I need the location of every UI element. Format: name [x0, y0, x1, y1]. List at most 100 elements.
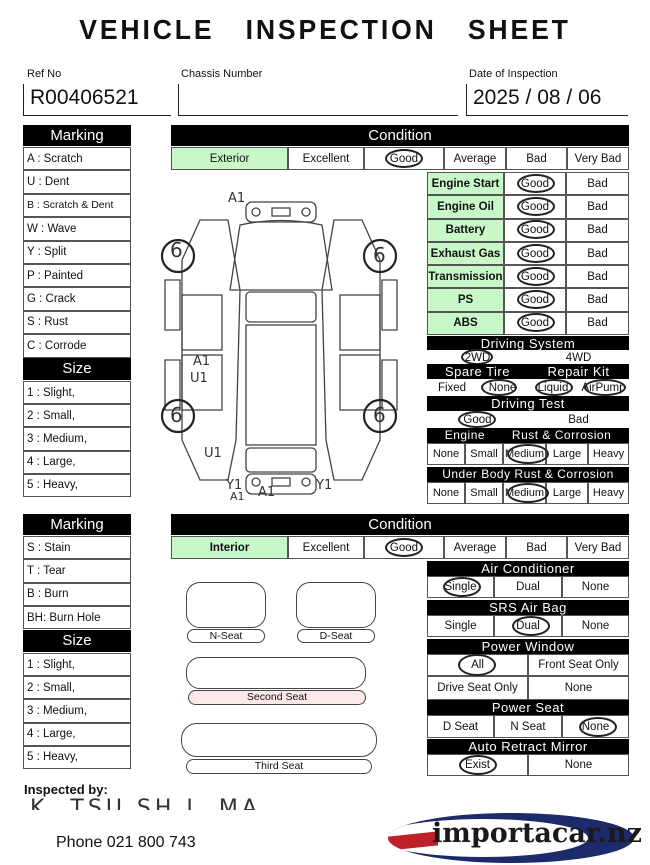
rust-option: Small: [465, 482, 503, 504]
int-grade-option: Excellent: [288, 536, 364, 559]
chassis-value: [178, 84, 458, 116]
ext-grade-option: Good: [364, 147, 444, 170]
windshield: [245, 291, 317, 323]
ext-marking-item: G : Crack: [23, 287, 131, 311]
ext-marking-item: U : Dent: [23, 170, 131, 194]
phone-number: Phone 021 800 743: [56, 834, 196, 851]
rear-window: [245, 447, 317, 473]
pw-row: All Front Seat Only: [427, 654, 629, 676]
ext-grade-label: Exterior: [171, 147, 288, 170]
int-size-list: 1 : Slight, 2 : Small, 3 : Medium, 4 : L…: [23, 653, 131, 769]
mark-bumper: Y1: [316, 478, 333, 493]
inspected-by-label: Inspected by:: [24, 782, 108, 797]
check-bad: Bad: [566, 288, 629, 312]
front-bumper: [245, 201, 317, 223]
mirror-header: Auto Retract Mirror: [427, 739, 629, 754]
ac-header: Air Conditioner: [427, 561, 629, 576]
ref-value: R00406521: [23, 84, 171, 116]
ext-marking-item: P : Painted: [23, 263, 131, 288]
check-ok: Good: [504, 172, 566, 196]
second-seat-shape: [186, 657, 366, 689]
rust-option: Medium: [503, 443, 546, 465]
mark-rear-right: 6: [373, 403, 386, 427]
int-size-item: 1 : Slight,: [23, 653, 131, 677]
int-grade-option: Average: [444, 536, 506, 559]
int-grade-row: Interior Excellent Good Average Bad Very…: [171, 536, 629, 559]
check-name: Engine Start: [427, 172, 504, 196]
rust-option: Heavy: [588, 482, 629, 504]
repair-header: Repair Kit: [528, 364, 629, 379]
test-option: Good: [427, 412, 528, 428]
drive-header: Driving System: [427, 336, 629, 351]
pw-option: Front Seat Only: [528, 654, 629, 676]
repair-header-wrap: Repair Kit: [528, 364, 629, 379]
int-grade-option: Good: [364, 536, 444, 559]
mark-sill: U1: [204, 446, 222, 461]
int-size-item: 3 : Medium,: [23, 699, 131, 723]
check-ok: Good: [504, 265, 566, 289]
int-marking-item: S : Stain: [23, 536, 131, 560]
third-seat-label: Third Seat: [186, 759, 372, 774]
inspector-signature: K TSU SH I MA: [30, 796, 261, 810]
check-bad: Bad: [566, 172, 629, 196]
mark-side: U1: [190, 371, 208, 386]
srs-option: Dual: [494, 615, 562, 637]
rust-option: Large: [546, 443, 588, 465]
int-grade-option: Very Bad: [567, 536, 629, 559]
test-header: Driving Test: [427, 396, 629, 411]
ext-size-header: Size: [23, 358, 131, 380]
ext-marking-list: A : Scratch U : Dent B : Scratch & Dent …: [23, 147, 131, 358]
int-marking-header: Marking: [23, 514, 131, 535]
check-name: Battery: [427, 218, 504, 242]
pw-option: None: [528, 676, 629, 700]
ext-size-item: 2 : Small,: [23, 404, 131, 428]
d-seat-label: D-Seat: [297, 629, 375, 643]
ext-size-item: 4 : Large,: [23, 450, 131, 474]
ac-option: Single: [427, 576, 494, 598]
ps-row: D Seat N Seat None: [427, 715, 629, 738]
rust-option: None: [427, 443, 465, 465]
d-seat-shape: [296, 582, 376, 628]
int-condition-header: Condition: [171, 514, 629, 535]
check-bad: Bad: [566, 195, 629, 219]
ext-marking-item: Y : Split: [23, 240, 131, 264]
mark-bumper: Y1: [226, 478, 243, 493]
underbody-header: Under Body Rust & Corrosion: [427, 467, 629, 482]
mark-front-left: 6: [170, 238, 183, 262]
spare-header-wrap: Spare Tire: [427, 364, 528, 379]
int-size-item: 2 : Small,: [23, 676, 131, 700]
ext-marking-item: A : Scratch: [23, 147, 131, 171]
ps-option: None: [562, 715, 629, 738]
ps-header: Power Seat: [427, 700, 629, 715]
ext-size-list: 1 : Slight, 2 : Small, 3 : Medium, 4 : L…: [23, 381, 131, 497]
ext-grade-option: Excellent: [288, 147, 364, 170]
check-ok: Good: [504, 288, 566, 312]
check-bad: Bad: [566, 265, 629, 289]
spare-option: Fixed: [427, 380, 477, 396]
ext-grade-row: Exterior Excellent Good Average Bad Very…: [171, 147, 629, 170]
ext-marking-header: Marking: [23, 125, 131, 146]
mark-bumper: A1: [258, 485, 276, 500]
ext-grade-option: Average: [444, 147, 506, 170]
n-seat-shape: [186, 582, 266, 628]
int-marking-item: B : Burn: [23, 582, 131, 606]
drive-option: 4WD: [528, 350, 629, 366]
ext-marking-item: W : Wave: [23, 217, 131, 241]
ext-size-item: 3 : Medium,: [23, 427, 131, 451]
engine-rust-row: None Small Medium Large Heavy: [427, 443, 629, 465]
mark-rear-left: 6: [170, 403, 183, 427]
ext-condition-header: Condition: [171, 125, 629, 146]
ps-option: D Seat: [427, 715, 494, 738]
spare-repair-row: Fixed None Liquid AirPump: [427, 380, 629, 396]
int-marking-item: T : Tear: [23, 559, 131, 583]
date-label: Date of Inspection: [469, 68, 558, 80]
ext-grade-option: Bad: [506, 147, 567, 170]
int-size-item: 4 : Large,: [23, 722, 131, 746]
srs-row: Single Dual None: [427, 615, 629, 637]
srs-option: None: [562, 615, 629, 637]
mirror-row: Exist None: [427, 754, 629, 776]
mirror-option: None: [528, 754, 629, 776]
pw-option: All: [427, 654, 528, 676]
drive-row: 2WD 4WD: [427, 350, 629, 366]
ps-option: N Seat: [494, 715, 562, 738]
